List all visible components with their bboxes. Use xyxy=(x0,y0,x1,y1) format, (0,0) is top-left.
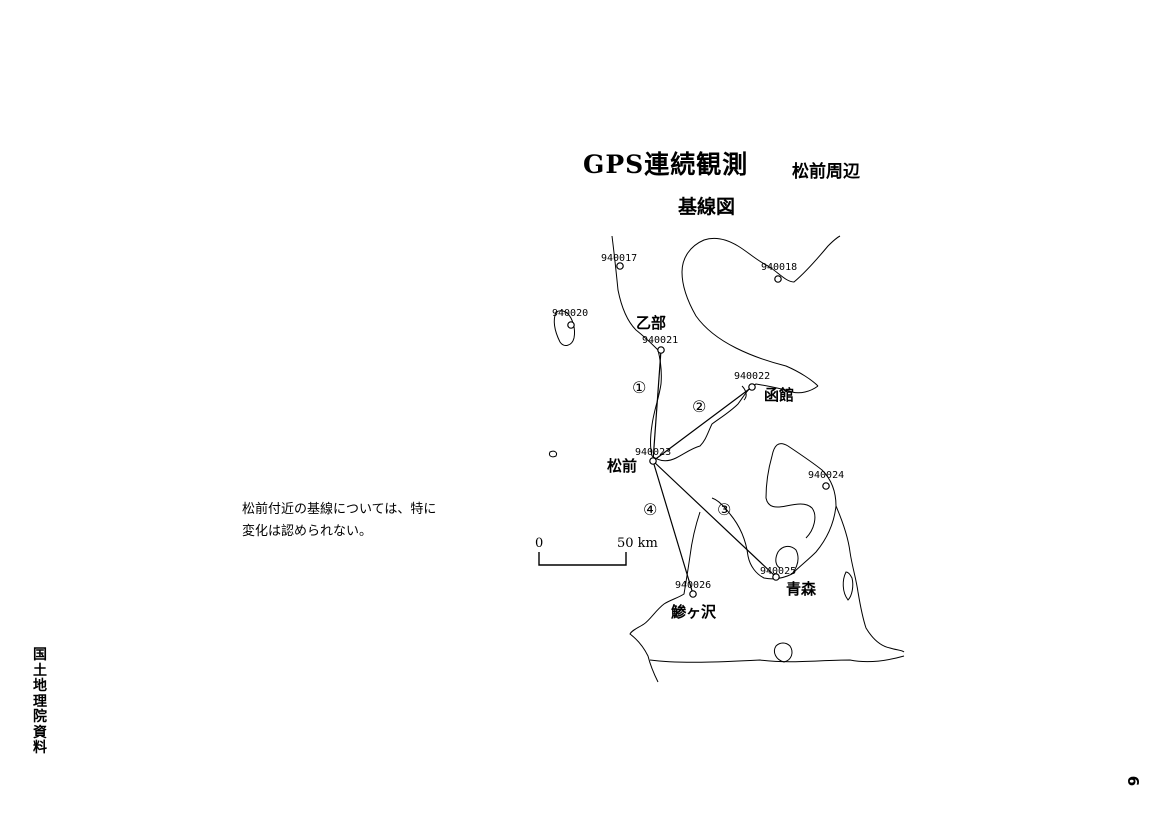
baseline-label-4: ④ xyxy=(643,500,657,519)
station-label-940018: 940018 xyxy=(761,262,797,273)
lake-towada xyxy=(773,642,793,663)
station-marker-940022 xyxy=(748,383,756,391)
station-label-940022: 940022 xyxy=(734,371,770,382)
station-marker-940018 xyxy=(774,275,782,283)
scale-label-start: 0 xyxy=(535,536,543,551)
baseline-label-3: ③ xyxy=(717,500,731,519)
coastline-south xyxy=(651,383,819,462)
station-marker-940021 xyxy=(657,346,665,354)
lake-ogawara xyxy=(842,571,854,601)
place-label-otobe: 乙部 xyxy=(636,314,666,332)
coastline-hakodate-spit xyxy=(741,385,747,401)
baseline-4 xyxy=(652,460,694,595)
station-label-940017: 940017 xyxy=(601,253,637,264)
station-label-940020: 940020 xyxy=(552,308,588,319)
coastline-tsugaru xyxy=(629,511,701,683)
station-label-940024: 940024 xyxy=(808,470,844,481)
coastline-bottom xyxy=(649,655,905,663)
scale-bar-line xyxy=(538,552,627,566)
coastline-shimokita xyxy=(765,443,837,575)
figure-label: 基線図 xyxy=(678,196,736,218)
note-line-2: 変化は認められない。 xyxy=(242,524,373,539)
station-marker-940024 xyxy=(822,482,830,490)
station-marker-940023 xyxy=(649,457,657,465)
station-marker-940025 xyxy=(772,573,780,581)
station-label-940026: 940026 xyxy=(675,580,711,591)
note-line-1: 松前付近の基線については、特に xyxy=(242,502,437,517)
station-marker-940020 xyxy=(567,321,575,329)
coastline-east xyxy=(835,505,905,653)
baseline-1 xyxy=(652,349,662,462)
station-label-940025: 940025 xyxy=(760,566,796,577)
baselines xyxy=(652,349,777,595)
baseline-label-1: ① xyxy=(632,378,646,397)
place-label-hakodate: 函館 xyxy=(764,386,794,404)
coastline-bay xyxy=(681,235,841,387)
baseline-3 xyxy=(652,460,777,578)
island-okushiri xyxy=(553,310,575,346)
coastlines xyxy=(549,235,905,683)
station-label-940021: 940021 xyxy=(642,335,678,346)
station-marker-940026 xyxy=(689,590,697,598)
station-label-940023: 940023 xyxy=(635,447,671,458)
place-label-matsumae: 松前 xyxy=(607,457,637,475)
scale-label-end: 50 km xyxy=(617,536,658,551)
baseline-2 xyxy=(652,386,753,462)
station-markers xyxy=(567,262,830,598)
note: 松前付近の基線については、特に 変化は認められない。 xyxy=(242,499,436,543)
side-label: 国土地理院資料 xyxy=(33,647,47,756)
scale-bar: 0 50 km xyxy=(535,536,658,566)
station-marker-940017 xyxy=(616,262,624,270)
map-subtitle: 松前周辺 xyxy=(792,162,860,182)
place-label-aomori: 青森 xyxy=(786,580,817,598)
place-label-ajigasawa: 鯵ヶ沢 xyxy=(671,603,717,621)
map-title: GPS連続観測 xyxy=(583,150,749,179)
island-small xyxy=(549,450,557,458)
baseline-label-2: ② xyxy=(692,397,706,416)
